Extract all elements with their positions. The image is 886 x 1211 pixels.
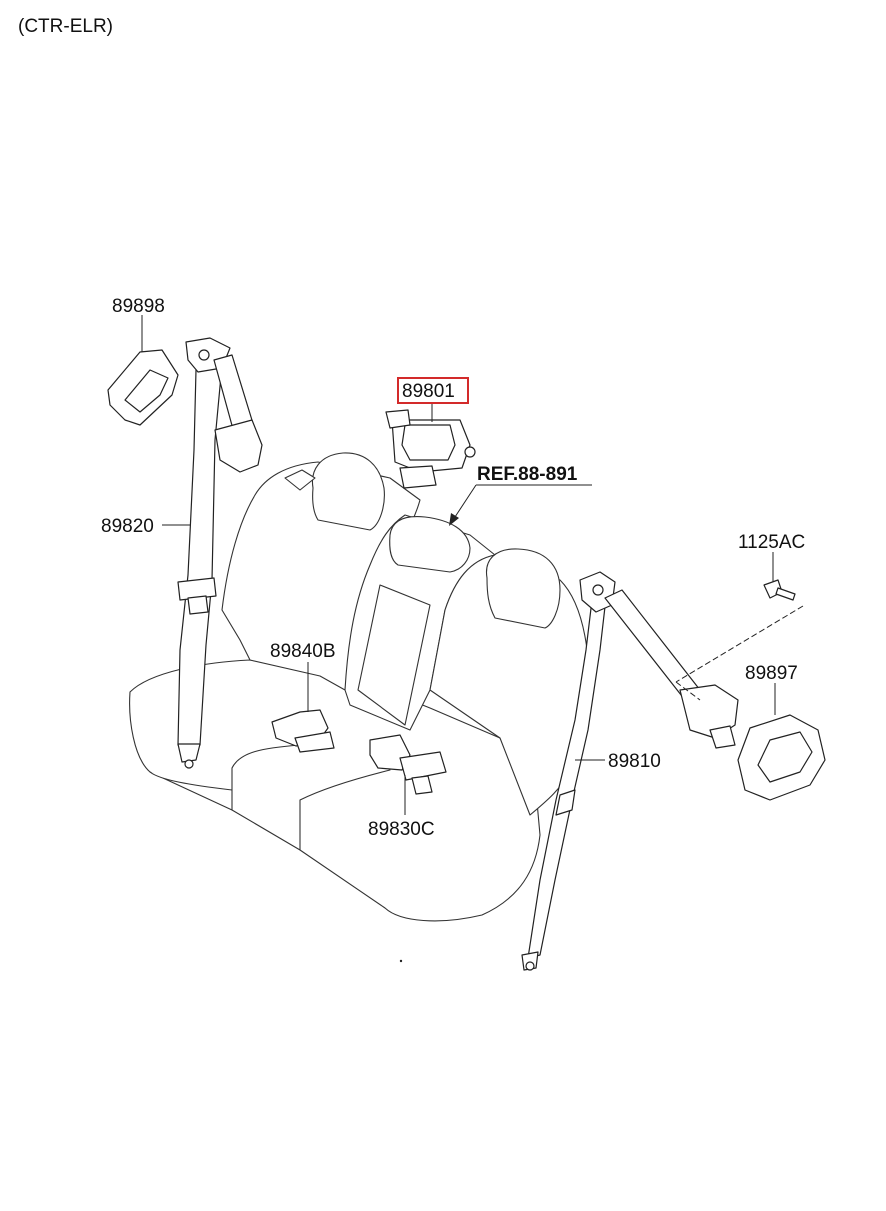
trim-cover-89897-inner	[757, 731, 813, 783]
label-89898: 89898	[112, 296, 165, 317]
center-retractor-spool	[401, 424, 456, 461]
belt-left-anchor-bolt	[198, 349, 210, 361]
label-89820: 89820	[101, 516, 154, 537]
highlight-box-89801	[397, 377, 469, 404]
leader-ref-arrow	[452, 484, 477, 521]
seat-cushion-seam-left	[231, 744, 301, 811]
label-1125AC: 1125AC	[738, 532, 805, 553]
headrest-right	[485, 548, 561, 629]
trim-cover-89898-inner	[124, 369, 169, 413]
label-89801: 89801	[402, 381, 455, 402]
headrest-center	[389, 516, 471, 573]
belt-left-anchor-bottom-bolt	[184, 759, 194, 769]
belt-left-retractor	[214, 419, 263, 473]
belt-right-retractor-bracket	[709, 725, 736, 749]
belt-right-guide	[555, 789, 576, 816]
buckle-89840B-latch	[294, 731, 335, 753]
center-retractor-bolt	[464, 446, 476, 458]
belt-right-anchor-bolt	[592, 584, 604, 596]
center-retractor-tab	[399, 465, 437, 489]
ref-arrowhead	[449, 513, 459, 526]
belt-right-retractor	[679, 684, 739, 739]
buckle-89830C-anchor	[411, 775, 433, 795]
belt-right-webbing	[527, 597, 607, 959]
label-ref: REF.88-891	[477, 464, 578, 485]
dashed-bolt-line-2	[675, 681, 701, 701]
belt-left-anchor-bottom	[177, 743, 201, 763]
headrest-left	[311, 452, 385, 531]
diagram-header: (CTR-ELR)	[18, 16, 113, 37]
belt-left-tongue	[187, 595, 209, 615]
bolt-1125AC-shank	[775, 587, 796, 601]
belt-right-anchor-bottom-bolt	[525, 961, 535, 971]
dashed-bolt-line	[675, 605, 804, 683]
center-armrest-panel	[357, 584, 431, 726]
label-89840B: 89840B	[270, 641, 336, 662]
seat-cushion-front-edge	[149, 771, 233, 791]
buckle-89830C-latch	[399, 751, 447, 781]
stray-dot	[399, 959, 403, 963]
label-89830C: 89830C	[368, 819, 435, 840]
buckle-89830C	[369, 734, 411, 771]
belt-left-guide	[177, 577, 217, 601]
belt-right-shoulder-strap	[604, 589, 701, 701]
seat-back-left-notch	[284, 469, 316, 491]
seat-cushion-seam-right	[299, 769, 391, 851]
center-retractor-bracket	[385, 409, 411, 429]
label-89810: 89810	[608, 751, 661, 772]
label-89897: 89897	[745, 663, 798, 684]
